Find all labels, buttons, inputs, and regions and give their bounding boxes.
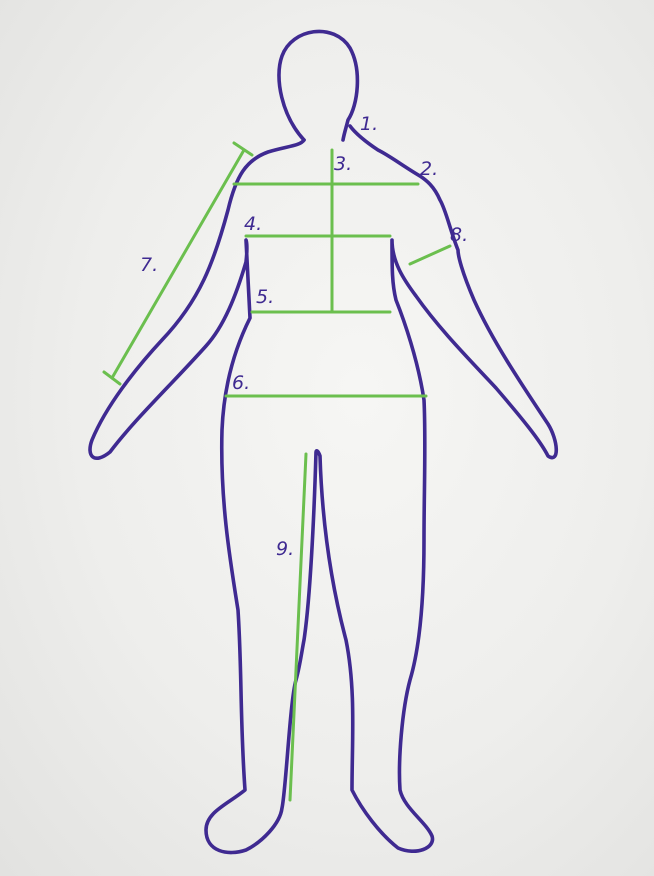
label-9: 9. <box>276 540 294 559</box>
measure-line-8 <box>410 246 450 264</box>
measure-line-9 <box>290 454 306 800</box>
label-8: 8. <box>450 226 468 245</box>
label-1: 1. <box>360 115 378 134</box>
label-7: 7. <box>140 256 158 275</box>
measure-line-7-cap-bottom <box>104 372 120 384</box>
label-2: 2. <box>420 160 438 179</box>
head-outline <box>279 31 357 140</box>
label-3: 3. <box>334 155 352 174</box>
label-6: 6. <box>232 374 250 393</box>
label-4: 4. <box>244 215 262 234</box>
measure-line-7 <box>112 150 244 378</box>
label-5: 5. <box>256 288 274 307</box>
